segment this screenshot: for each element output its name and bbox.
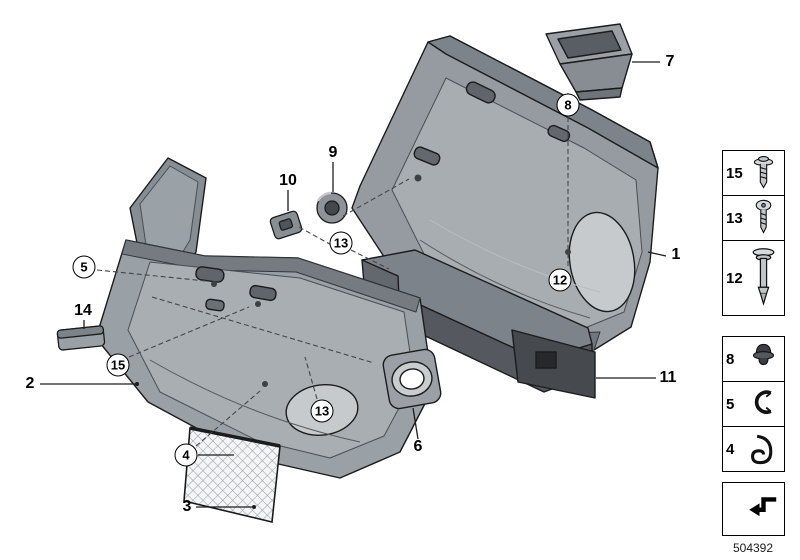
screw-with-washer-icon — [753, 156, 774, 189]
legend-num-12: 12 — [726, 269, 743, 287]
callout-3[interactable]: 3 — [182, 498, 192, 515]
legend-item-8[interactable]: 8 — [722, 336, 785, 382]
diagram-number: 504392 — [732, 541, 774, 555]
retaining-clip-icon — [751, 434, 773, 465]
callout-8[interactable]: 8 — [556, 93, 580, 117]
assembly-dash-lines — [96, 93, 569, 447]
legend-num-5: 5 — [726, 395, 735, 413]
callout-13a[interactable]: 13 — [329, 231, 353, 255]
legend-item-5[interactable]: 5 — [722, 381, 785, 427]
callout-13b[interactable]: 13 — [310, 399, 334, 423]
blind-plug-icon — [752, 343, 775, 366]
luggage-net — [183, 426, 281, 523]
pan-head-screw-icon — [755, 199, 772, 234]
callout-5[interactable]: 5 — [72, 255, 96, 279]
callout-11[interactable]: 11 — [659, 369, 677, 386]
funnel-tray — [545, 23, 633, 101]
leader-end-dot — [252, 505, 256, 509]
legend-item-13[interactable]: 13 — [722, 195, 785, 241]
callout-6[interactable]: 6 — [413, 438, 423, 455]
callout-9[interactable]: 9 — [328, 144, 338, 161]
grommet-6 — [382, 348, 442, 410]
legend-num-8: 8 — [726, 350, 735, 368]
callout-14[interactable]: 14 — [74, 302, 92, 319]
legend-item-4[interactable]: 4 — [722, 426, 785, 472]
callout-7[interactable]: 7 — [665, 53, 675, 70]
callout-1[interactable]: 1 — [671, 246, 681, 263]
legend-item-12[interactable]: 12 — [722, 240, 785, 316]
grommet-9 — [316, 191, 348, 224]
legend-num-15: 15 — [726, 164, 743, 182]
legend-num-4: 4 — [726, 440, 735, 458]
legend-item-15[interactable]: 15 — [722, 150, 785, 196]
callout-4[interactable]: 4 — [174, 443, 198, 467]
trim-strip-14 — [56, 325, 106, 351]
leader-lines — [40, 61, 667, 508]
callout-2[interactable]: 2 — [25, 375, 35, 392]
callout-12[interactable]: 12 — [548, 268, 572, 292]
spring-nut-clip-icon — [754, 390, 772, 414]
leader-end-dot — [135, 382, 139, 386]
legend-num-13: 13 — [726, 209, 743, 227]
legend-item-arrow[interactable] — [722, 482, 785, 536]
callout-10[interactable]: 10 — [279, 172, 297, 189]
direction-arrow-icon — [749, 497, 777, 517]
clip-10 — [269, 210, 303, 240]
expansion-rivet-icon — [752, 248, 775, 306]
callout-15[interactable]: 15 — [106, 353, 130, 377]
